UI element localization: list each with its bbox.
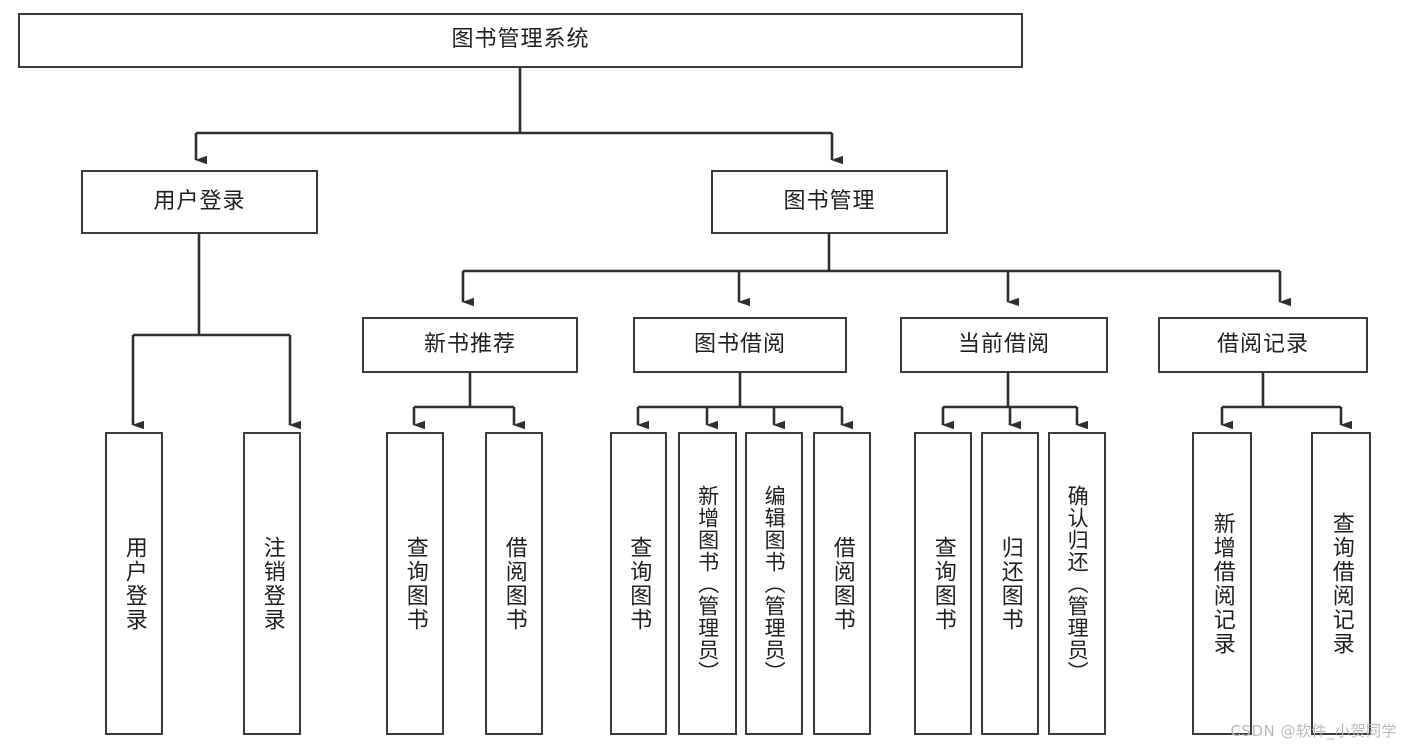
node-borrow-record-label: 借阅记录 [1216,331,1309,357]
node-borrow-record[interactable]: 借阅记录 [1158,317,1368,373]
node-leaf-user-login[interactable]: 用户登录 [105,432,163,735]
node-leaf-return-book-label: 归还图书 [997,535,1023,632]
node-leaf-query-record-label: 查询借阅记录 [1328,511,1354,656]
node-leaf-borrow-book-2[interactable]: 借阅图书 [813,432,871,735]
node-leaf-borrow-book-2-label: 借阅图书 [829,535,855,632]
node-leaf-query-book-3[interactable]: 查询图书 [914,432,972,735]
node-current-borrow[interactable]: 当前借阅 [900,317,1108,373]
node-user-login-label: 用户登录 [153,188,246,214]
node-leaf-logout[interactable]: 注销登录 [243,432,301,735]
node-new-book-rec[interactable]: 新书推荐 [362,317,578,373]
node-user-login[interactable]: 用户登录 [81,170,318,234]
node-leaf-confirm-return-label: 确认归还（管理员） [1065,484,1090,683]
node-leaf-add-book[interactable]: 新增图书（管理员） [678,432,737,735]
node-root-label: 图书管理系统 [451,27,590,53]
node-leaf-query-record[interactable]: 查询借阅记录 [1311,432,1371,735]
node-leaf-add-record[interactable]: 新增借阅记录 [1192,432,1252,735]
node-leaf-add-record-label: 新增借阅记录 [1209,511,1235,656]
node-leaf-edit-book-label: 编辑图书（管理员） [762,484,787,683]
node-leaf-logout-label: 注销登录 [259,535,285,632]
csdn-watermark: CSDN @软件_小贺同学 [1230,722,1397,740]
node-leaf-edit-book[interactable]: 编辑图书（管理员） [745,432,803,735]
node-leaf-return-book[interactable]: 归还图书 [981,432,1039,735]
node-new-book-rec-label: 新书推荐 [423,331,516,357]
node-book-manage[interactable]: 图书管理 [711,170,948,234]
node-leaf-query-book-2-label: 查询图书 [626,535,652,632]
node-leaf-user-login-label: 用户登录 [121,535,147,632]
node-book-borrow[interactable]: 图书借阅 [633,317,847,373]
node-leaf-confirm-return[interactable]: 确认归还（管理员） [1048,432,1106,735]
node-leaf-query-book-2[interactable]: 查询图书 [610,432,667,735]
node-book-manage-label: 图书管理 [783,188,876,214]
node-leaf-add-book-label: 新增图书（管理员） [695,484,720,683]
node-leaf-borrow-book-1-label: 借阅图书 [501,535,527,632]
node-current-borrow-label: 当前借阅 [957,331,1050,357]
node-leaf-borrow-book-1[interactable]: 借阅图书 [485,432,543,735]
node-leaf-query-book-1-label: 查询图书 [402,535,428,632]
node-leaf-query-book-1[interactable]: 查询图书 [386,432,444,735]
node-book-borrow-label: 图书借阅 [693,331,786,357]
node-leaf-query-book-3-label: 查询图书 [930,535,956,632]
node-root[interactable]: 图书管理系统 [18,13,1023,68]
